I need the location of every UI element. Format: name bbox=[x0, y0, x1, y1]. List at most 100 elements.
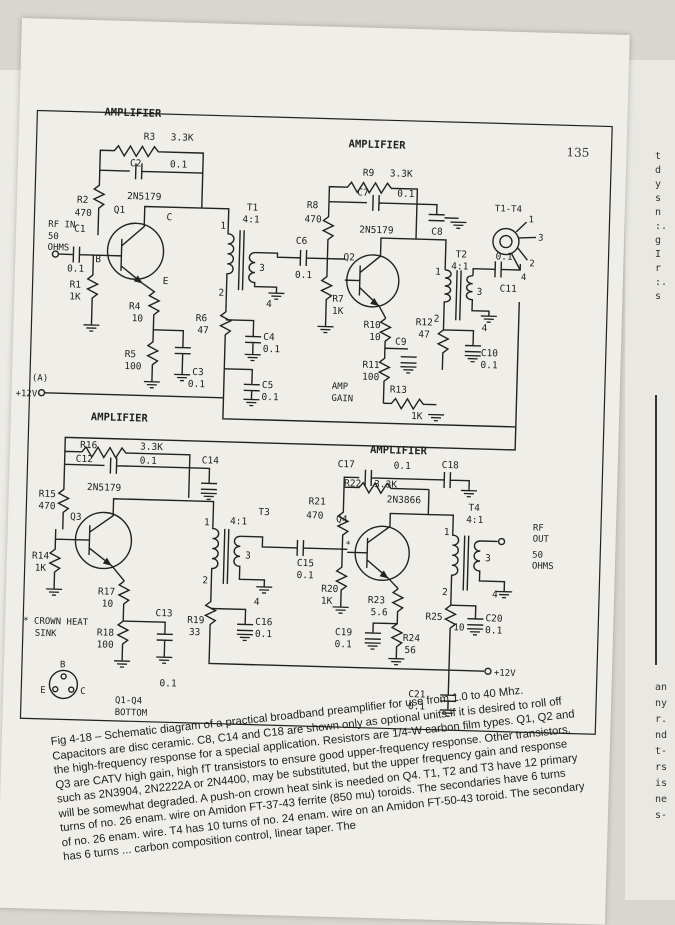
q1-label: Q1 bbox=[114, 205, 126, 216]
edge-text: g bbox=[655, 235, 662, 246]
r11-value: 100 bbox=[362, 372, 380, 383]
q1-emitter-pin: E bbox=[163, 276, 169, 287]
c21-value: 0.1 bbox=[408, 701, 426, 712]
r18-label: R18 bbox=[97, 627, 115, 638]
c17-value: 0.1 bbox=[393, 461, 411, 472]
edge-text: s bbox=[655, 291, 662, 302]
r21-value: 470 bbox=[306, 510, 324, 521]
amp-gain-label: AMP bbox=[332, 382, 349, 392]
t4-label: T4 bbox=[468, 503, 480, 514]
c14-label: C14 bbox=[202, 455, 220, 466]
right-page-edge bbox=[625, 60, 675, 900]
r24-label: R24 bbox=[403, 633, 421, 644]
edge-text: s- bbox=[655, 810, 668, 821]
r23-value: 5.6 bbox=[370, 607, 388, 618]
c8-label: C8 bbox=[431, 227, 443, 238]
c11-value: 0.1 bbox=[495, 251, 513, 262]
toroid-label: T1-T4 bbox=[495, 204, 522, 215]
c1-value: 0.1 bbox=[67, 263, 85, 274]
section-label: AMPLIFIER bbox=[348, 138, 406, 152]
t1-label: T1 bbox=[247, 202, 259, 213]
input-label: RF IN bbox=[48, 220, 75, 231]
r9-label: R9 bbox=[363, 168, 375, 179]
q1-base-pin: B bbox=[95, 254, 101, 265]
r15-label: R15 bbox=[39, 489, 56, 500]
book-page: 135 bbox=[0, 18, 630, 925]
c19-label: C19 bbox=[335, 627, 353, 638]
c4-label: C4 bbox=[263, 332, 275, 343]
pinout-caption: BOTTOM bbox=[114, 708, 147, 719]
toroid-pin: 4 bbox=[521, 273, 527, 283]
c6-value: 0.1 bbox=[295, 270, 313, 281]
q1-collector-pin: C bbox=[166, 212, 172, 223]
edge-text: nd bbox=[655, 730, 668, 741]
edge-text: :. bbox=[655, 277, 668, 288]
r1-value: 1K bbox=[69, 291, 81, 302]
edge-text: :. bbox=[655, 221, 668, 232]
r14-label: R14 bbox=[32, 550, 50, 561]
c6-label: C6 bbox=[296, 236, 308, 247]
r22-value: 3.3K bbox=[374, 479, 397, 491]
c16-label: C16 bbox=[255, 617, 273, 628]
output-label: OUT bbox=[532, 534, 549, 544]
r20-label: R20 bbox=[321, 584, 339, 595]
r5-value: 100 bbox=[124, 361, 142, 372]
edge-text: t- bbox=[655, 746, 668, 757]
c20-value: 0.1 bbox=[485, 625, 503, 636]
c7-label: C7 bbox=[357, 187, 369, 198]
q2-type: 2N5179 bbox=[359, 225, 394, 237]
edge-text: an bbox=[655, 682, 668, 693]
r20-value: 1K bbox=[321, 596, 333, 607]
facing-page-text-lower: an ny r. nd t- rs is ne s- bbox=[655, 680, 675, 824]
r13-label: R13 bbox=[390, 384, 407, 395]
t2-ratio: 4:1 bbox=[451, 261, 469, 272]
supply-label: +12V bbox=[494, 668, 517, 679]
pin-number: 1 bbox=[444, 527, 450, 538]
r7-label: R7 bbox=[332, 294, 344, 305]
c9-label: C9 bbox=[395, 337, 407, 348]
r15-value: 470 bbox=[38, 501, 56, 512]
r25-label: R25 bbox=[425, 612, 442, 623]
toroid-pin: 1 bbox=[528, 215, 534, 225]
c3-label: C3 bbox=[192, 367, 204, 378]
edge-text: n bbox=[655, 207, 662, 218]
t1-ratio: 4:1 bbox=[242, 214, 260, 225]
c7-value: 0.1 bbox=[397, 189, 415, 200]
output-label: OHMS bbox=[532, 561, 554, 572]
section-label: AMPLIFIER bbox=[91, 411, 149, 425]
r3-label: R3 bbox=[144, 131, 156, 142]
c11-label: C11 bbox=[499, 283, 517, 294]
pinout-collector-label: C bbox=[80, 687, 86, 697]
pin-number: 1 bbox=[204, 517, 210, 528]
r17-label: R17 bbox=[98, 586, 115, 597]
r17-value: 10 bbox=[102, 598, 114, 609]
c12-label: C12 bbox=[76, 454, 93, 465]
edge-text: ny bbox=[655, 698, 668, 709]
c10-label: C10 bbox=[481, 348, 499, 359]
output-label: 50 bbox=[532, 550, 543, 560]
schematic-diagram: AMPLIFIER AMPLIFIER AMPLIFIER AMPLIFIER … bbox=[15, 106, 613, 735]
pin-number: 2 bbox=[434, 314, 440, 325]
r8-label: R8 bbox=[307, 200, 319, 211]
r22-label: R22 bbox=[344, 478, 361, 489]
r14-value: 1K bbox=[34, 563, 46, 574]
pin-number: 4 bbox=[254, 597, 260, 608]
q2-label: Q2 bbox=[343, 252, 355, 263]
c15-value: 0.1 bbox=[296, 570, 314, 581]
r2-label: R2 bbox=[77, 195, 89, 206]
r6-value: 47 bbox=[197, 325, 209, 336]
c2-value: 0.1 bbox=[170, 159, 188, 170]
c5-value: 0.1 bbox=[261, 392, 279, 403]
pin-number: 4 bbox=[492, 589, 498, 600]
crown-heat-sink-note: SINK bbox=[35, 629, 58, 640]
r25-value: 10 bbox=[453, 622, 465, 633]
amp-gain-label: GAIN bbox=[331, 394, 353, 405]
edge-text: t bbox=[655, 151, 662, 162]
c2-label: C2 bbox=[130, 158, 142, 169]
edge-text: d bbox=[655, 165, 662, 176]
heat-sink-marker: * bbox=[345, 540, 351, 550]
q1-type: 2N5179 bbox=[127, 191, 162, 203]
r11-label: R11 bbox=[362, 360, 380, 371]
c21-label: C21 bbox=[408, 689, 426, 700]
c10-value: 0.1 bbox=[480, 360, 498, 371]
